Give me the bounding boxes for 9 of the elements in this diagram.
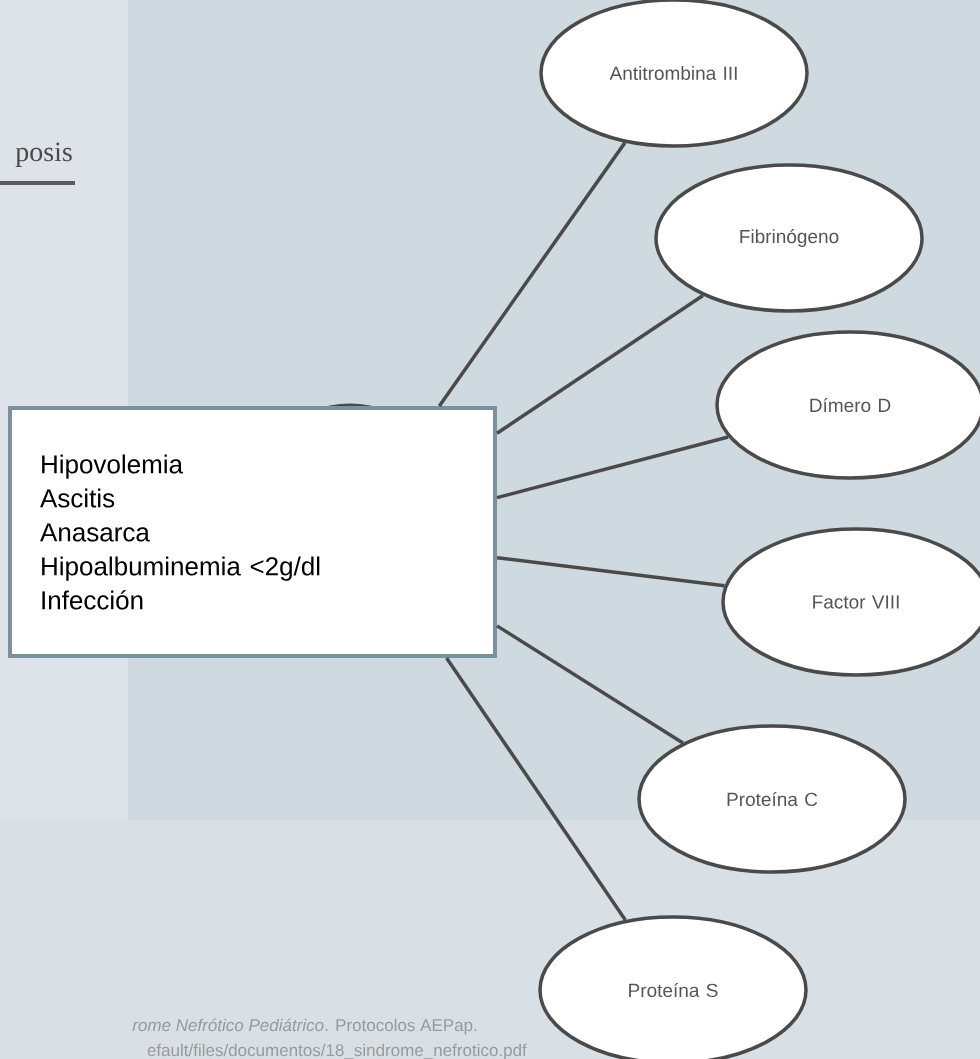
connector-line — [496, 294, 704, 435]
text-box: Hipovolemia Ascitis Anasarca Hipoalbuminemia <2g/dl Infección — [8, 406, 497, 658]
title-text: posis — [15, 142, 72, 167]
connector-line — [496, 435, 729, 500]
citation-text: rome Nefrótico Pediátrico. Protocolos AEPap. — [132, 1018, 477, 1035]
connector-line — [445, 657, 627, 922]
connector-line — [437, 141, 627, 407]
connector-line — [496, 555, 725, 588]
connector-line — [496, 624, 684, 745]
